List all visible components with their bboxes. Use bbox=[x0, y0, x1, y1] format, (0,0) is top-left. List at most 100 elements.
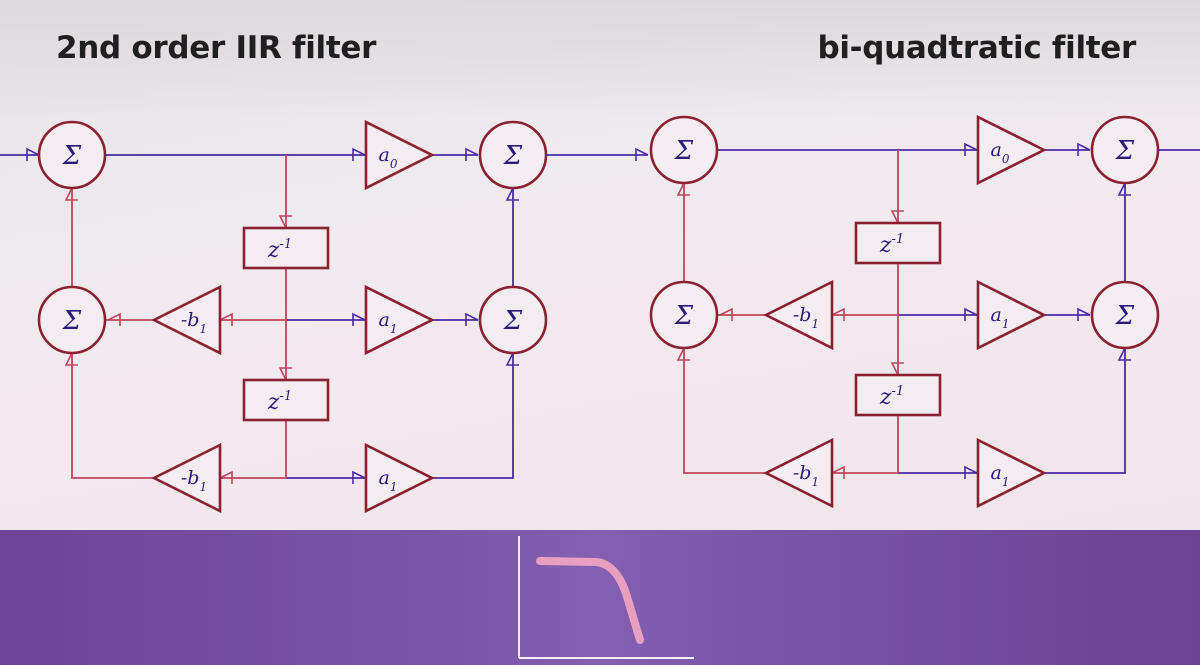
sum-circle bbox=[649, 115, 719, 185]
gain-a0: a0 bbox=[364, 119, 435, 191]
arrowhead bbox=[505, 352, 519, 366]
delay-block-1: z-1 bbox=[854, 221, 942, 265]
arrowhead bbox=[278, 367, 292, 381]
gain-label: -b1 bbox=[181, 309, 207, 336]
sum-node-feedback: Σ bbox=[37, 285, 107, 355]
gain-triangle bbox=[976, 279, 1047, 351]
input-arrowhead bbox=[26, 147, 40, 161]
lower-a1-up-line bbox=[432, 353, 514, 479]
gain-b1-upper: -b1 bbox=[151, 284, 222, 356]
sum-symbol: Σ bbox=[1115, 136, 1135, 166]
delay-block-2: z-1 bbox=[242, 378, 330, 422]
sum-node-output: Σ bbox=[1090, 115, 1160, 185]
gain-triangle bbox=[151, 284, 222, 356]
delay-label: z-1 bbox=[267, 237, 292, 263]
sum-symbol: Σ bbox=[62, 306, 82, 336]
sum-node-feedback: Σ bbox=[649, 280, 719, 350]
arrowhead bbox=[219, 312, 233, 326]
lower-a1-up-line bbox=[1044, 348, 1126, 474]
lower-b1-up-line bbox=[71, 353, 153, 479]
gain-triangle bbox=[151, 442, 222, 514]
response-curve bbox=[536, 557, 644, 644]
arrowhead bbox=[890, 210, 904, 224]
arrowhead bbox=[465, 147, 479, 161]
sum-node-input: Σ bbox=[37, 120, 107, 190]
delay-box bbox=[242, 226, 330, 270]
sum-symbol: Σ bbox=[503, 141, 523, 171]
arrowhead bbox=[278, 215, 292, 229]
gain-a1-upper: a1 bbox=[976, 279, 1047, 351]
arrowhead bbox=[1117, 182, 1131, 196]
gain-label: a1 bbox=[379, 467, 398, 494]
diagram-biquad: Σ Σ Σ Σz-1 z-1 a0 a1 a1 -b1 -b1 bbox=[649, 114, 1160, 509]
arrowhead bbox=[1117, 347, 1131, 361]
sum-symbol: Σ bbox=[62, 141, 82, 171]
gain-triangle bbox=[364, 119, 435, 191]
gain-triangle bbox=[364, 442, 435, 514]
title-iir-filter: 2nd order IIR filter bbox=[56, 30, 377, 66]
sum-circle bbox=[37, 285, 107, 355]
gain-triangle bbox=[364, 284, 435, 356]
gain-a1-lower: a1 bbox=[364, 442, 435, 514]
sum-circle bbox=[1090, 280, 1160, 350]
gain-label: a0 bbox=[991, 139, 1010, 166]
cascade-arrowhead bbox=[635, 147, 649, 161]
delay-box bbox=[854, 373, 942, 417]
filter-block-diagrams: Σ Σ Σ Σz-1 z-1 a0 a1 a1 -b1 -b1 Σ Σ Σ Σz-1 z-1 a0 a1 a1 -b… bbox=[0, 114, 1200, 514]
sum-symbol: Σ bbox=[674, 301, 694, 331]
sum-circle bbox=[37, 120, 107, 190]
delay-label: z-1 bbox=[267, 389, 292, 415]
sum-node-input: Σ bbox=[649, 115, 719, 185]
arrowhead bbox=[352, 312, 366, 326]
arrowhead bbox=[505, 187, 519, 201]
delay-label: z-1 bbox=[879, 384, 904, 410]
bottom-band bbox=[0, 530, 1200, 665]
gain-b1-lower: -b1 bbox=[151, 442, 222, 514]
arrowhead bbox=[964, 142, 978, 156]
gain-label: -b1 bbox=[181, 467, 207, 494]
gain-label: a1 bbox=[991, 304, 1010, 331]
gain-label: a0 bbox=[379, 144, 398, 171]
arrowhead bbox=[107, 312, 121, 326]
arrowhead bbox=[890, 362, 904, 376]
sum-symbol: Σ bbox=[674, 136, 694, 166]
delay-block-1: z-1 bbox=[242, 226, 330, 270]
arrowhead bbox=[465, 312, 479, 326]
arrowhead bbox=[831, 307, 845, 321]
arrowhead bbox=[964, 307, 978, 321]
arrowhead bbox=[352, 147, 366, 161]
gain-a0: a0 bbox=[976, 114, 1047, 186]
gain-b1-upper: -b1 bbox=[763, 279, 834, 351]
sum-symbol: Σ bbox=[1115, 301, 1135, 331]
arrowhead bbox=[1077, 142, 1091, 156]
diagram-iir: Σ Σ Σ Σz-1 z-1 a0 a1 a1 -b1 -b1 bbox=[37, 119, 548, 514]
gain-triangle bbox=[976, 114, 1047, 186]
sum-node-output: Σ bbox=[478, 120, 548, 190]
delay-box bbox=[242, 378, 330, 422]
title-biquad-filter: bi-quadtratic filter bbox=[817, 30, 1136, 66]
gain-label: a1 bbox=[991, 462, 1010, 489]
arrowhead bbox=[64, 352, 78, 366]
sum-circle bbox=[649, 280, 719, 350]
arrowhead bbox=[676, 347, 690, 361]
arrowhead bbox=[1077, 307, 1091, 321]
sum-node-feedforward: Σ bbox=[478, 285, 548, 355]
gain-triangle bbox=[976, 437, 1047, 509]
arrowhead bbox=[719, 307, 733, 321]
sum-symbol: Σ bbox=[503, 306, 523, 336]
sum-node-feedforward: Σ bbox=[1090, 280, 1160, 350]
gain-a1-upper: a1 bbox=[364, 284, 435, 356]
gain-a1-lower: a1 bbox=[976, 437, 1047, 509]
arrowhead bbox=[676, 182, 690, 196]
gain-b1-lower: -b1 bbox=[763, 437, 834, 509]
arrowhead bbox=[964, 465, 978, 479]
lowpass-response-icon bbox=[518, 536, 694, 659]
delay-label: z-1 bbox=[879, 232, 904, 258]
arrowhead bbox=[64, 187, 78, 201]
gain-triangle bbox=[763, 279, 834, 351]
response-axes bbox=[518, 536, 694, 659]
sum-circle bbox=[478, 285, 548, 355]
arrowhead bbox=[831, 465, 845, 479]
gain-label: -b1 bbox=[793, 462, 819, 489]
arrowhead bbox=[219, 470, 233, 484]
